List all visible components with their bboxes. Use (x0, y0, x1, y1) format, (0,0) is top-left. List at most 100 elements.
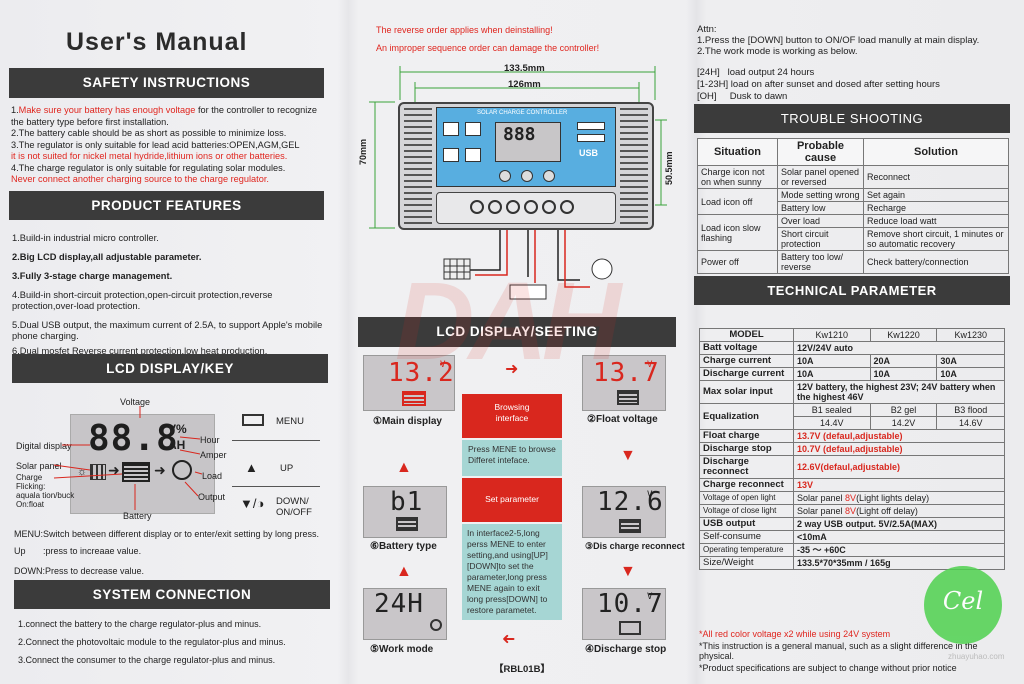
down-desc: DOWN:Press to decrease value. (14, 566, 145, 576)
bulb-icon (430, 619, 442, 631)
keys-legend: MENU ▲ UP ▼/◑ DOWN/ ON/OFF (232, 408, 322, 528)
up-key-label: UP (280, 463, 294, 474)
down-key[interactable]: ▼/◑ (240, 496, 265, 511)
device-button[interactable] (499, 170, 511, 182)
system-list: 1.connect the battery to the charge regu… (18, 619, 338, 666)
down-key-label: DOWN/ ON/OFF (276, 496, 312, 518)
arrow-right-icon: ➜ (505, 361, 519, 378)
system-header: SYSTEM CONNECTION (14, 580, 330, 609)
arrow-down-icon: ▼ (620, 563, 636, 580)
col-header: Solution (863, 138, 1009, 166)
lcd-diagram: 88.8 V% AH ☼ ➜ ➜ Voltage Digital display… (10, 392, 230, 522)
battery-icon (619, 621, 641, 635)
safety-item: it is not suited for nickel metal hydrid… (11, 151, 288, 161)
dim-height-inner: 50.5mm (664, 151, 674, 185)
device-icon-menu (443, 122, 459, 136)
label-output: Output (198, 492, 226, 502)
col-header: Situation (697, 138, 778, 166)
divider (232, 440, 320, 441)
caption-battery-type: ⑥Battery type (370, 541, 437, 552)
arrow-left-icon: ➜ (502, 631, 516, 648)
controller-device: SOLAR CHARGE CONTROLLER 888 USB (398, 102, 654, 230)
safety-item: 4.The charge regulator is only suitable … (11, 162, 286, 173)
dim-outer: 133.5mm (504, 63, 545, 74)
lcd-unit-ah: AH (168, 438, 186, 452)
mode-item: [1-23H] load on after sunset and dosed a… (697, 79, 940, 90)
menu-desc: MENU:Switch between different display or… (14, 529, 319, 539)
attn-title: Attn: (697, 24, 717, 35)
screen-work-mode: 24H (363, 588, 447, 640)
feature-item: 3.Fully 3-stage charge management. (12, 271, 173, 281)
arrow-icon: ➜ (108, 462, 120, 478)
attn-block: Attn: 1.Press the [DOWN] button to ON/OF… (697, 24, 979, 57)
safety-item: 3.The regulator is only suitable for lea… (11, 139, 300, 150)
up-key[interactable]: ▲ (245, 460, 258, 475)
system-item: 2.Connect the photovoltaic module to the… (18, 637, 286, 647)
safety-list: 1.Make sure your battery has enough volt… (11, 105, 329, 186)
lcd-digits: 88.8 (88, 418, 179, 459)
sun-icon: ☼ (77, 466, 88, 478)
safety-item: Never connect another charging source to… (11, 174, 269, 184)
features-list: 1.Build-in industrial micro controller. … (12, 233, 334, 357)
dimension-lines (369, 66, 667, 229)
label-amper: Amper (200, 450, 227, 460)
label-charge: Charge Flicking: aquala tion/buck On:flo… (16, 473, 75, 509)
features-header: PRODUCT FEATURES (9, 191, 324, 220)
label-hour: Hour (200, 435, 220, 445)
label-solar-panel: Solar panel (16, 461, 62, 471)
attn-line: 1.Press the [DOWN] button to ON/OF load … (697, 35, 980, 46)
battery-icon (617, 390, 639, 405)
signature-stamp: Cel (924, 566, 1002, 644)
screen-battery-type: b1 (363, 486, 447, 538)
battery-icon (619, 519, 641, 533)
arrow-up-icon: ▲ (396, 563, 412, 580)
watermark: DAH (395, 260, 621, 383)
device-lcd (495, 122, 561, 162)
browse-box: Browsing interface (462, 394, 562, 438)
note-red: *All red color voltage x2 while using 24… (699, 629, 891, 639)
feature-item: 6.Dual mosfet Reverse current protection… (12, 346, 268, 356)
leader-lines (53, 406, 203, 510)
dim-height: 70mm (358, 138, 368, 165)
dim-inner: 126mm (508, 79, 541, 90)
battery-icon (396, 517, 418, 531)
menu-key[interactable] (242, 414, 264, 426)
label-load: Load (202, 471, 223, 481)
feature-item: 1.Build-in industrial micro controller. (12, 233, 159, 243)
menu-key-label: MENU (276, 416, 304, 427)
terminal-screws (470, 200, 590, 216)
browse-desc-box: Press MENE to browse Differet inteface. (462, 440, 562, 476)
note-general: *This instruction is a general manual, s… (699, 641, 978, 661)
safety-item: 1.Make sure your battery has enough volt… (11, 105, 317, 127)
attn-line: 2.The work mode is working as below. (697, 46, 858, 57)
browse-label: Browsing interface (494, 402, 530, 423)
safety-header: SAFETY INSTRUCTIONS (9, 68, 324, 98)
device-icon-time (443, 148, 459, 162)
device-button[interactable] (521, 170, 533, 182)
divider (232, 486, 320, 487)
mode-item: [OH] Dusk to dawn (697, 91, 788, 102)
device-button[interactable] (543, 170, 555, 182)
system-item: 3.Connect the consumer to the charge reg… (18, 655, 276, 665)
set-desc: In interface2-5,long perss MENE to enter… (467, 528, 548, 615)
caption-discharge-reconnect: ③Dis charge reconnect (585, 541, 685, 551)
lcd-setting-header: LCD DISPLAY/SEETING (358, 317, 676, 347)
terminal-block (436, 192, 616, 224)
usb-port (577, 134, 605, 142)
wiring-diagram (443, 230, 613, 300)
device-lcd-digits: 888 (503, 124, 536, 145)
